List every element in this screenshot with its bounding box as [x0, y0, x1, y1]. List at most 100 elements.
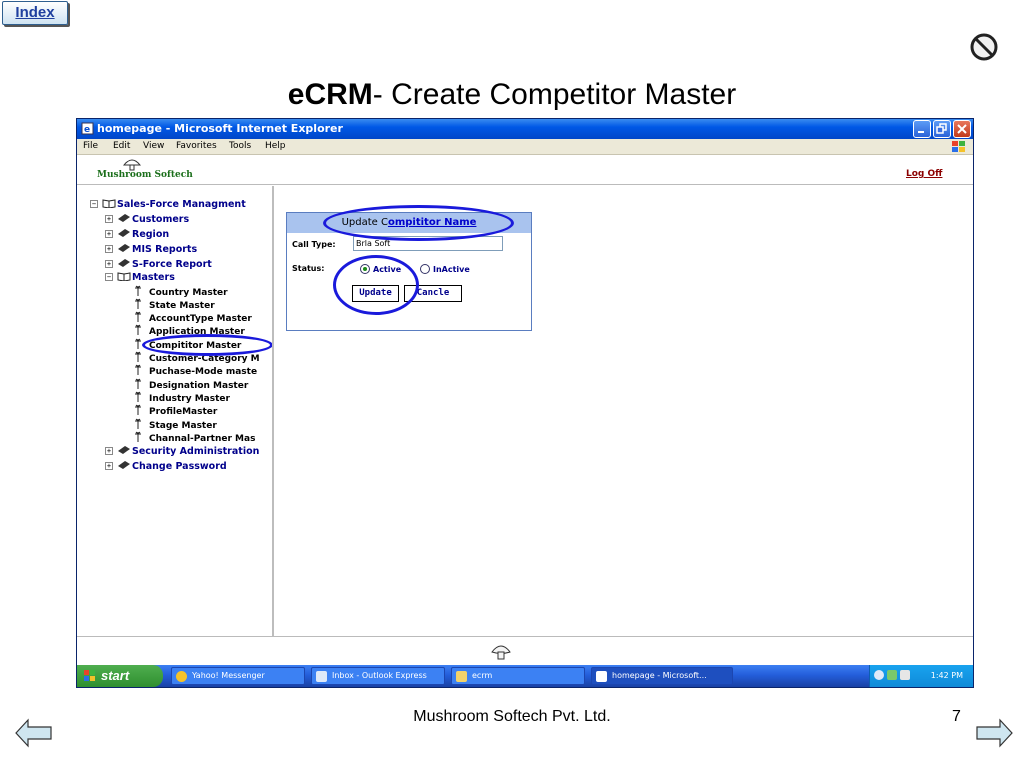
slide-title: eCRM- Create Competitor Master [0, 78, 1024, 112]
form-header-link[interactable]: ompititor Name [387, 217, 477, 228]
tray-sound-icon[interactable] [900, 670, 910, 680]
system-tray: 1:42 PM [869, 665, 973, 687]
next-slide-arrow-icon[interactable] [974, 716, 1014, 750]
tree-group-s-force-report[interactable]: + S-Force Report [105, 258, 212, 270]
tree-group-label: MIS Reports [132, 244, 198, 255]
close-icon [957, 124, 967, 134]
yahoo-messenger-icon [176, 671, 187, 682]
closed-book-icon [118, 214, 130, 222]
open-book-icon [102, 199, 116, 208]
close-button[interactable] [953, 120, 971, 138]
closed-book-icon [118, 446, 130, 454]
expand-icon[interactable]: + [105, 215, 113, 223]
tree-group-label: Customers [132, 214, 190, 225]
collapse-icon[interactable]: − [105, 273, 113, 281]
tree-group-region[interactable]: +Region [105, 228, 169, 240]
task-yahoo-messenger[interactable]: Yahoo! Messenger [171, 667, 305, 685]
expand-icon[interactable]: + [105, 230, 113, 238]
windows-taskbar: start Yahoo! Messenger Inbox - Outlook E… [77, 665, 973, 687]
tree-leaf-country-master[interactable]: Country Master [133, 285, 228, 298]
open-book-icon [117, 272, 131, 281]
minimize-button[interactable] [913, 120, 931, 138]
menu-help[interactable]: Help [265, 141, 286, 151]
call-type-input[interactable]: Brla Soft [353, 236, 503, 251]
leaf-item-icon [135, 324, 141, 335]
update-button[interactable]: Update [352, 285, 399, 302]
expand-icon[interactable]: + [105, 260, 113, 268]
restore-button[interactable] [933, 120, 951, 138]
ie-page-icon: e [81, 122, 94, 135]
task-label: Inbox - Outlook Express [332, 671, 427, 680]
ie-page-icon [596, 671, 607, 682]
tree-leaf-channal-partner-master[interactable]: Channal-Partner Mas [133, 431, 255, 444]
menu-view[interactable]: View [143, 141, 165, 151]
tree-leaf-state-master[interactable]: State Master [133, 298, 215, 311]
radio-active[interactable] [360, 264, 370, 274]
form-header-prefix: Update C [341, 217, 388, 228]
tree-leaf-accounttype-master[interactable]: AccountType Master [133, 311, 252, 324]
tree-group-security-administration[interactable]: +Security Administration [105, 445, 259, 457]
tree-group-mis-reports[interactable]: + MIS Reports [105, 243, 197, 255]
form-header: Update Compititor Name [287, 213, 531, 233]
closed-book-icon [118, 229, 130, 237]
task-homepage-ie[interactable]: homepage - Microsoft... [591, 667, 733, 685]
no-entry-icon[interactable] [969, 32, 999, 62]
task-label: ecrm [472, 671, 493, 680]
tree-leaf-label: Designation Master [149, 381, 249, 391]
tree-leaf-profilemaster[interactable]: ProfileMaster [133, 404, 217, 417]
tree-leaf-compititor-master[interactable]: Compititor Master [133, 338, 241, 351]
app-header: Mushroom Softech Log Off [77, 155, 973, 185]
tree-root[interactable]: −Sales-Force Managment [90, 198, 246, 210]
menu-tools[interactable]: Tools [229, 141, 252, 151]
menu-favorites[interactable]: Favorites [176, 141, 217, 151]
tree-leaf-puchase-mode-master[interactable]: Puchase-Mode maste [133, 364, 257, 377]
tree-leaf-label: Industry Master [149, 394, 230, 404]
tree-group-customers[interactable]: + Customers [105, 213, 189, 225]
tray-network-icon[interactable] [887, 670, 897, 680]
tree-group-label: S-Force Report [132, 259, 212, 270]
tree-group-masters[interactable]: − Masters [105, 271, 175, 283]
collapse-icon[interactable]: − [90, 200, 98, 208]
window-title: homepage - Microsoft Internet Explorer [97, 122, 343, 135]
task-outlook-express[interactable]: Inbox - Outlook Express [311, 667, 445, 685]
task-label: homepage - Microsoft... [612, 671, 707, 680]
index-button[interactable]: Index [2, 1, 68, 25]
minimize-icon [918, 131, 924, 133]
expand-icon[interactable]: + [105, 447, 113, 455]
windows-start-icon [84, 670, 95, 681]
menu-edit[interactable]: Edit [113, 141, 131, 151]
restore-icon [936, 123, 947, 134]
tree-leaf-application-master[interactable]: Application Master [133, 324, 245, 337]
tree-group-label: Masters [132, 272, 175, 283]
menu-file[interactable]: File [83, 141, 99, 151]
radio-inactive-label: InActive [433, 265, 470, 274]
leaf-item-icon [135, 391, 141, 402]
footer-company: Mushroom Softech Pvt. Ltd. [413, 708, 611, 725]
tree-leaf-designation-master[interactable]: Designation Master [133, 378, 248, 391]
cancel-button[interactable]: Cancle [404, 285, 462, 302]
expand-icon[interactable]: + [105, 245, 113, 253]
start-button[interactable]: start [77, 665, 163, 687]
leaf-item-icon [135, 418, 141, 429]
app-logo-text: Mushroom Softech [97, 170, 193, 180]
tree-leaf-stage-master[interactable]: Stage Master [133, 418, 217, 431]
tree-leaf-customer-category-master[interactable]: Customer-Category M [133, 351, 260, 364]
radio-inactive[interactable] [420, 264, 430, 274]
leaf-item-icon [135, 338, 141, 349]
menu-bar: File Edit View Favorites Tools Help [77, 139, 973, 155]
leaf-item-icon [135, 285, 141, 296]
folder-icon [456, 671, 467, 682]
tree-leaf-label: ProfileMaster [149, 407, 218, 417]
tray-back-icon[interactable] [874, 670, 884, 680]
previous-slide-arrow-icon[interactable] [14, 716, 54, 750]
tree-leaf-industry-master[interactable]: Industry Master [133, 391, 230, 404]
logoff-link[interactable]: Log Off [906, 169, 943, 179]
svg-text:e: e [84, 125, 90, 135]
tree-group-change-password[interactable]: + Change Password [105, 460, 227, 472]
tree-leaf-label: Puchase-Mode maste [149, 367, 258, 377]
taskbar-clock: 1:42 PM [930, 671, 963, 680]
window-titlebar[interactable]: e homepage - Microsoft Internet Explorer [77, 119, 973, 139]
expand-icon[interactable]: + [105, 462, 113, 470]
task-ecrm-folder[interactable]: ecrm [451, 667, 585, 685]
tree-group-label: Change Password [132, 461, 227, 472]
